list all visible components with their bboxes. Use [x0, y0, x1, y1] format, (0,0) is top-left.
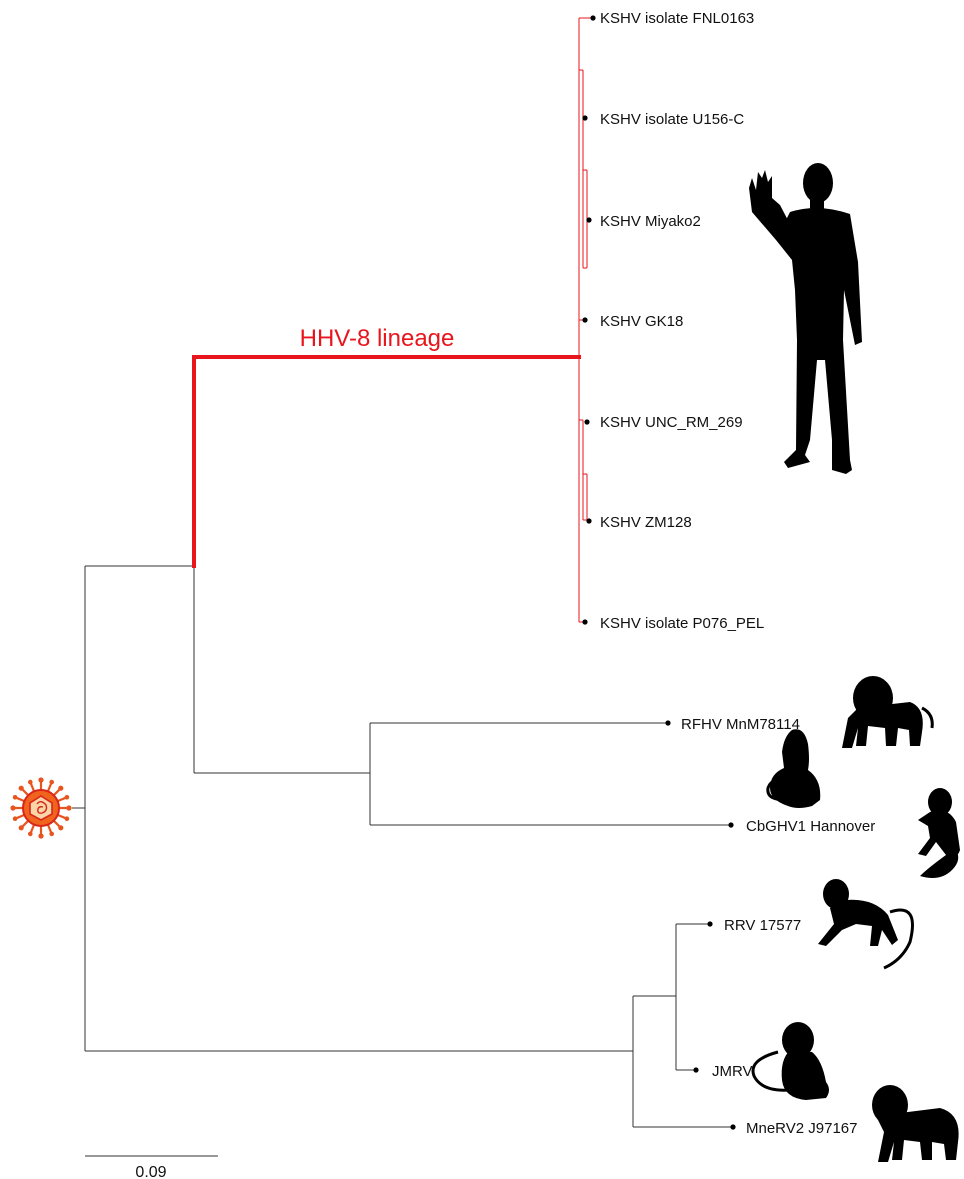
tip-labels: KSHV isolate FNL0163 KSHV isolate U156-C…	[600, 10, 875, 1137]
outgroup-branches	[72, 566, 733, 1127]
virus-icon	[10, 777, 71, 838]
tip-dot	[693, 1067, 698, 1072]
tip-dot	[582, 317, 587, 322]
tip-label-cbghv1-hannover: CbGHV1 Hannover	[746, 818, 875, 835]
japanese-macaque-silhouette-icon	[753, 729, 829, 1100]
tip-dot	[582, 115, 587, 120]
tip-dot	[586, 518, 591, 523]
tip-dot	[730, 1124, 735, 1129]
tip-dot	[665, 720, 670, 725]
tip-label-mnerv2-j97167: MneRV2 J97167	[746, 1120, 857, 1137]
pig-tailed-macaque-silhouette-icon	[872, 1085, 959, 1162]
tip-label-rrv-17577: RRV 17577	[724, 917, 801, 934]
macaque-silhouette-icon	[842, 676, 932, 748]
tip-label-kshv-unc-rm-269: KSHV UNC_RM_269	[600, 414, 743, 431]
tip-label-kshv-p076-pel: KSHV isolate P076_PEL	[600, 615, 764, 632]
marmoset-silhouette-icon	[918, 788, 960, 878]
tip-dot	[728, 822, 733, 827]
hhv8-lineage-branches	[192, 18, 593, 622]
tip-label-rfhv-mnm78114: RFHV MnM78114	[681, 716, 800, 733]
tip-dot	[590, 15, 595, 20]
tip-markers	[582, 15, 735, 1129]
tip-dot	[707, 921, 712, 926]
tip-label-kshv-zm128: KSHV ZM128	[600, 514, 692, 531]
tip-dot	[584, 419, 589, 424]
tip-label-kshv-u156c: KSHV isolate U156-C	[600, 111, 744, 128]
scale-bar-label: 0.09	[135, 1164, 166, 1179]
rhesus-monkey-silhouette-icon	[818, 879, 913, 968]
clade-label-hhv8: HHV-8 lineage	[300, 325, 455, 352]
tip-label-kshv-fnl0163: KSHV isolate FNL0163	[600, 10, 754, 27]
tip-dot	[586, 217, 591, 222]
tip-label-jmrv: JMRV	[712, 1063, 753, 1080]
tip-dot	[582, 619, 587, 624]
tip-label-kshv-gk18: KSHV GK18	[600, 313, 683, 330]
scale-bar: 0.09	[85, 1156, 218, 1179]
tip-label-kshv-miyako2: KSHV Miyako2	[600, 213, 701, 230]
human-silhouette-icon	[749, 163, 862, 474]
